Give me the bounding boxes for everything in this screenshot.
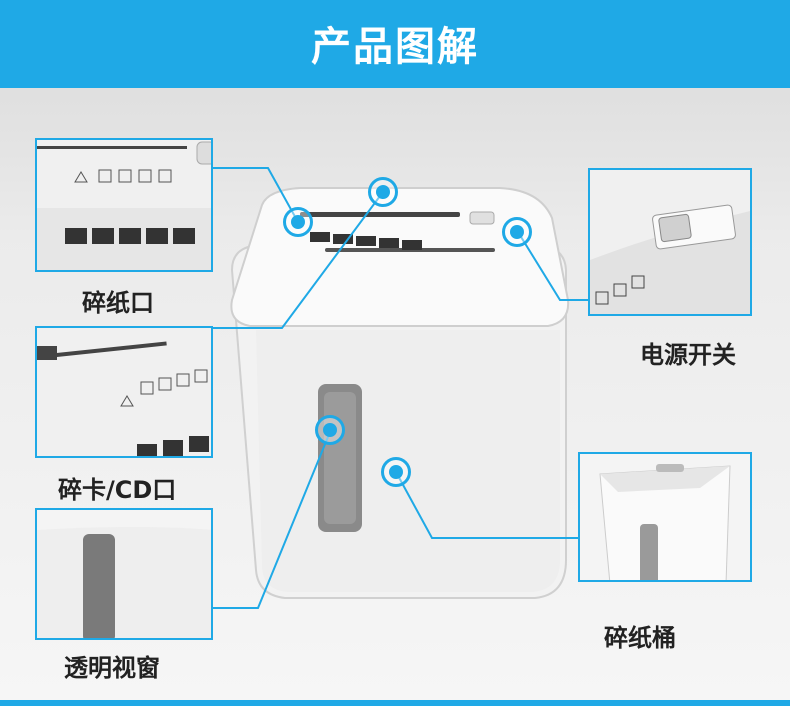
inset-paper-slot [35,138,213,272]
inset-window [35,508,213,640]
hotspot-card-slot[interactable] [368,177,398,207]
header-banner: 产品图解 [0,0,790,88]
label-power-switch: 电源开关 [640,341,736,369]
label-bin: 碎纸桶 [604,624,676,652]
hotspot-paper-slot[interactable] [283,207,313,237]
inset-card-slot [35,326,213,458]
label-window: 透明视窗 [64,654,160,682]
label-paper-slot: 碎纸口 [82,289,154,317]
hotspot-bin[interactable] [381,457,411,487]
hotspot-power-switch[interactable] [502,217,532,247]
label-card-slot: 碎卡/CD口 [58,476,177,504]
bottom-accent-line [0,700,790,706]
page-title: 产品图解 [311,24,479,70]
inset-bin [578,452,752,582]
inset-power-switch [588,168,752,316]
hotspot-window[interactable] [315,415,345,445]
